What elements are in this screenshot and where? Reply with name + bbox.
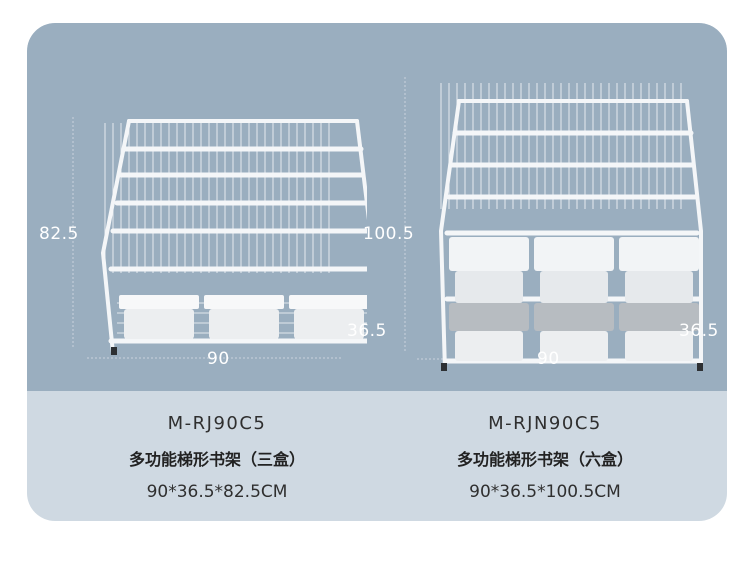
left-depth-label: 36.5 (347, 321, 387, 341)
product-card: 82.5 36.5 90 (27, 23, 727, 521)
product-photo: 82.5 36.5 90 (27, 23, 727, 391)
left-product-name: 多功能梯形书架（三盒） (128, 450, 305, 469)
right-model-code: M-RJN90C5 (488, 413, 602, 434)
left-product-size: 90*36.5*82.5CM (146, 482, 288, 502)
left-height-label: 82.5 (39, 224, 79, 244)
bookshelf-six-bins-image (404, 77, 703, 371)
bookshelf-three-bins-image (72, 117, 367, 359)
left-product-info: M-RJ90C5 多功能梯形书架（三盒） 90*36.5*82.5CM (87, 413, 347, 502)
right-product-size: 90*36.5*100.5CM (469, 482, 621, 502)
left-width-label: 90 (207, 349, 230, 369)
left-model-code: M-RJ90C5 (167, 413, 267, 434)
right-width-label: 90 (537, 349, 560, 369)
right-depth-label: 36.5 (679, 321, 719, 341)
right-product-name: 多功能梯形书架（六盒） (456, 450, 633, 469)
right-product-info: M-RJN90C5 多功能梯形书架（六盒） 90*36.5*100.5CM (415, 413, 675, 502)
right-height-label: 100.5 (363, 224, 415, 244)
